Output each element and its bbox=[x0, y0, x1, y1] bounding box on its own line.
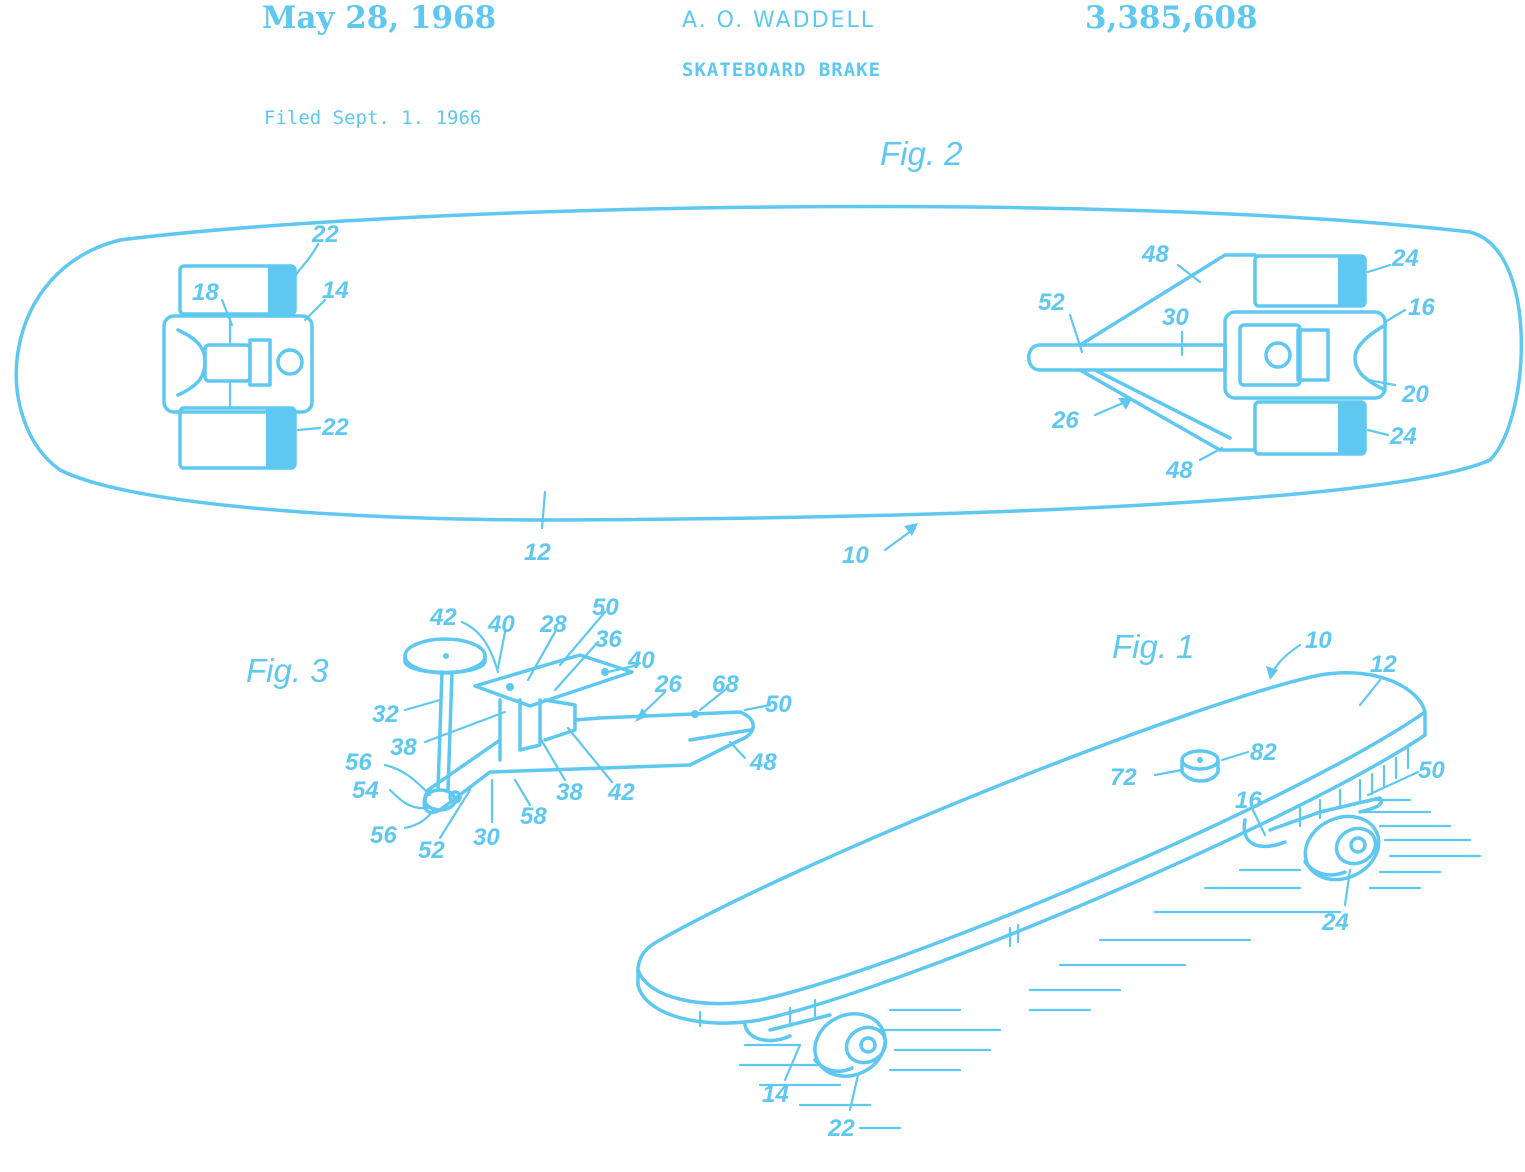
fig3-label: 52 bbox=[418, 837, 445, 864]
fig2-drawing: Fig. 2 bbox=[14, 135, 1523, 569]
fig2-label: 30 bbox=[1162, 304, 1189, 331]
fig1-brake-knob bbox=[1180, 749, 1220, 783]
fig3-label: 68 bbox=[712, 671, 739, 698]
fig2-board-outline bbox=[14, 204, 1523, 522]
fig3-label: 50 bbox=[592, 594, 619, 621]
fig2-label: 22 bbox=[311, 221, 339, 248]
fig1-label: 50 bbox=[1418, 757, 1445, 784]
fig2-label: 52 bbox=[1038, 289, 1065, 316]
fig3-leaders bbox=[383, 610, 772, 840]
fig3-post bbox=[436, 670, 454, 792]
fig3-brake-arm bbox=[422, 710, 755, 815]
fig3-label: 38 bbox=[556, 779, 583, 806]
fig1-label: 16 bbox=[1235, 787, 1262, 814]
fig2-label: 22 bbox=[321, 414, 349, 441]
fig3-label: 56 bbox=[345, 749, 372, 776]
fig2-label: 48 bbox=[1141, 241, 1169, 268]
fig2-label: 26 bbox=[1051, 407, 1079, 434]
fig3-bracket-plate bbox=[473, 653, 634, 708]
fig1-drawing: Fig. 1 bbox=[636, 627, 1482, 1142]
fig3-label: 42 bbox=[607, 779, 635, 806]
fig3-label: 54 bbox=[352, 777, 379, 804]
fig1-label: 24 bbox=[1321, 909, 1349, 936]
fig2-label: 20 bbox=[1401, 381, 1429, 408]
fig2-label: 24 bbox=[1389, 423, 1417, 450]
fig1-label: 10 bbox=[1305, 627, 1332, 654]
fig3-label: 32 bbox=[372, 701, 399, 728]
fig2-label: 12 bbox=[524, 539, 551, 566]
fig1-rear-wheel bbox=[1242, 796, 1383, 882]
fig3-drawing: Fig. 3 bbox=[246, 594, 792, 864]
fig2-label: 48 bbox=[1165, 457, 1193, 484]
fig3-label: 26 bbox=[654, 671, 682, 698]
fig3-label: 48 bbox=[749, 749, 777, 776]
fig2-front-truck bbox=[162, 264, 314, 470]
fig1-board-edge bbox=[636, 710, 1427, 1006]
fig1-label: 12 bbox=[1370, 651, 1397, 678]
fig3-label: 40 bbox=[627, 647, 655, 674]
fig1-label: 14 bbox=[762, 1081, 789, 1108]
fig1-label: 72 bbox=[1110, 764, 1137, 791]
fig3-caption: Fig. 3 bbox=[246, 652, 329, 689]
fig1-label: 82 bbox=[1250, 739, 1277, 766]
fig3-label: 42 bbox=[429, 604, 457, 631]
fig1-board-deck bbox=[636, 670, 1427, 1025]
fig3-label: 28 bbox=[539, 611, 567, 638]
fig3-label: 58 bbox=[520, 803, 547, 830]
fig1-leaders bbox=[783, 643, 1420, 1112]
fig2-label: 14 bbox=[322, 277, 349, 304]
filing-date: Filed Sept. 1. 1966 bbox=[264, 107, 482, 129]
fig2-label: 18 bbox=[192, 279, 219, 306]
inventor-name: A. O. WADDELL bbox=[682, 8, 875, 33]
fig3-label: 40 bbox=[487, 611, 515, 638]
fig2-caption: Fig. 2 bbox=[880, 135, 963, 172]
fig1-label: 22 bbox=[827, 1115, 855, 1142]
fig2-label: 24 bbox=[1391, 245, 1419, 272]
fig1-front-wheel bbox=[743, 1012, 888, 1078]
fig3-label: 38 bbox=[390, 734, 417, 761]
patent-number: 3,385,608 bbox=[1085, 0, 1258, 36]
fig2-rear-truck bbox=[1223, 254, 1387, 456]
fig3-label: 50 bbox=[765, 691, 792, 718]
patent-title: SKATEBOARD BRAKE bbox=[682, 59, 882, 81]
fig2-label: 16 bbox=[1408, 294, 1435, 321]
fig2-label: 10 bbox=[842, 542, 869, 569]
fig3-label: 36 bbox=[595, 626, 622, 653]
fig1-shadow-hatching bbox=[738, 798, 1482, 1130]
fig1-edge-ticks bbox=[698, 746, 1410, 1028]
fig1-caption: Fig. 1 bbox=[1112, 628, 1195, 665]
fig3-label: 30 bbox=[473, 824, 500, 851]
patent-date: May 28, 1968 bbox=[262, 0, 497, 36]
fig3-label: 56 bbox=[370, 822, 397, 849]
fig2-leaders bbox=[220, 242, 1407, 552]
